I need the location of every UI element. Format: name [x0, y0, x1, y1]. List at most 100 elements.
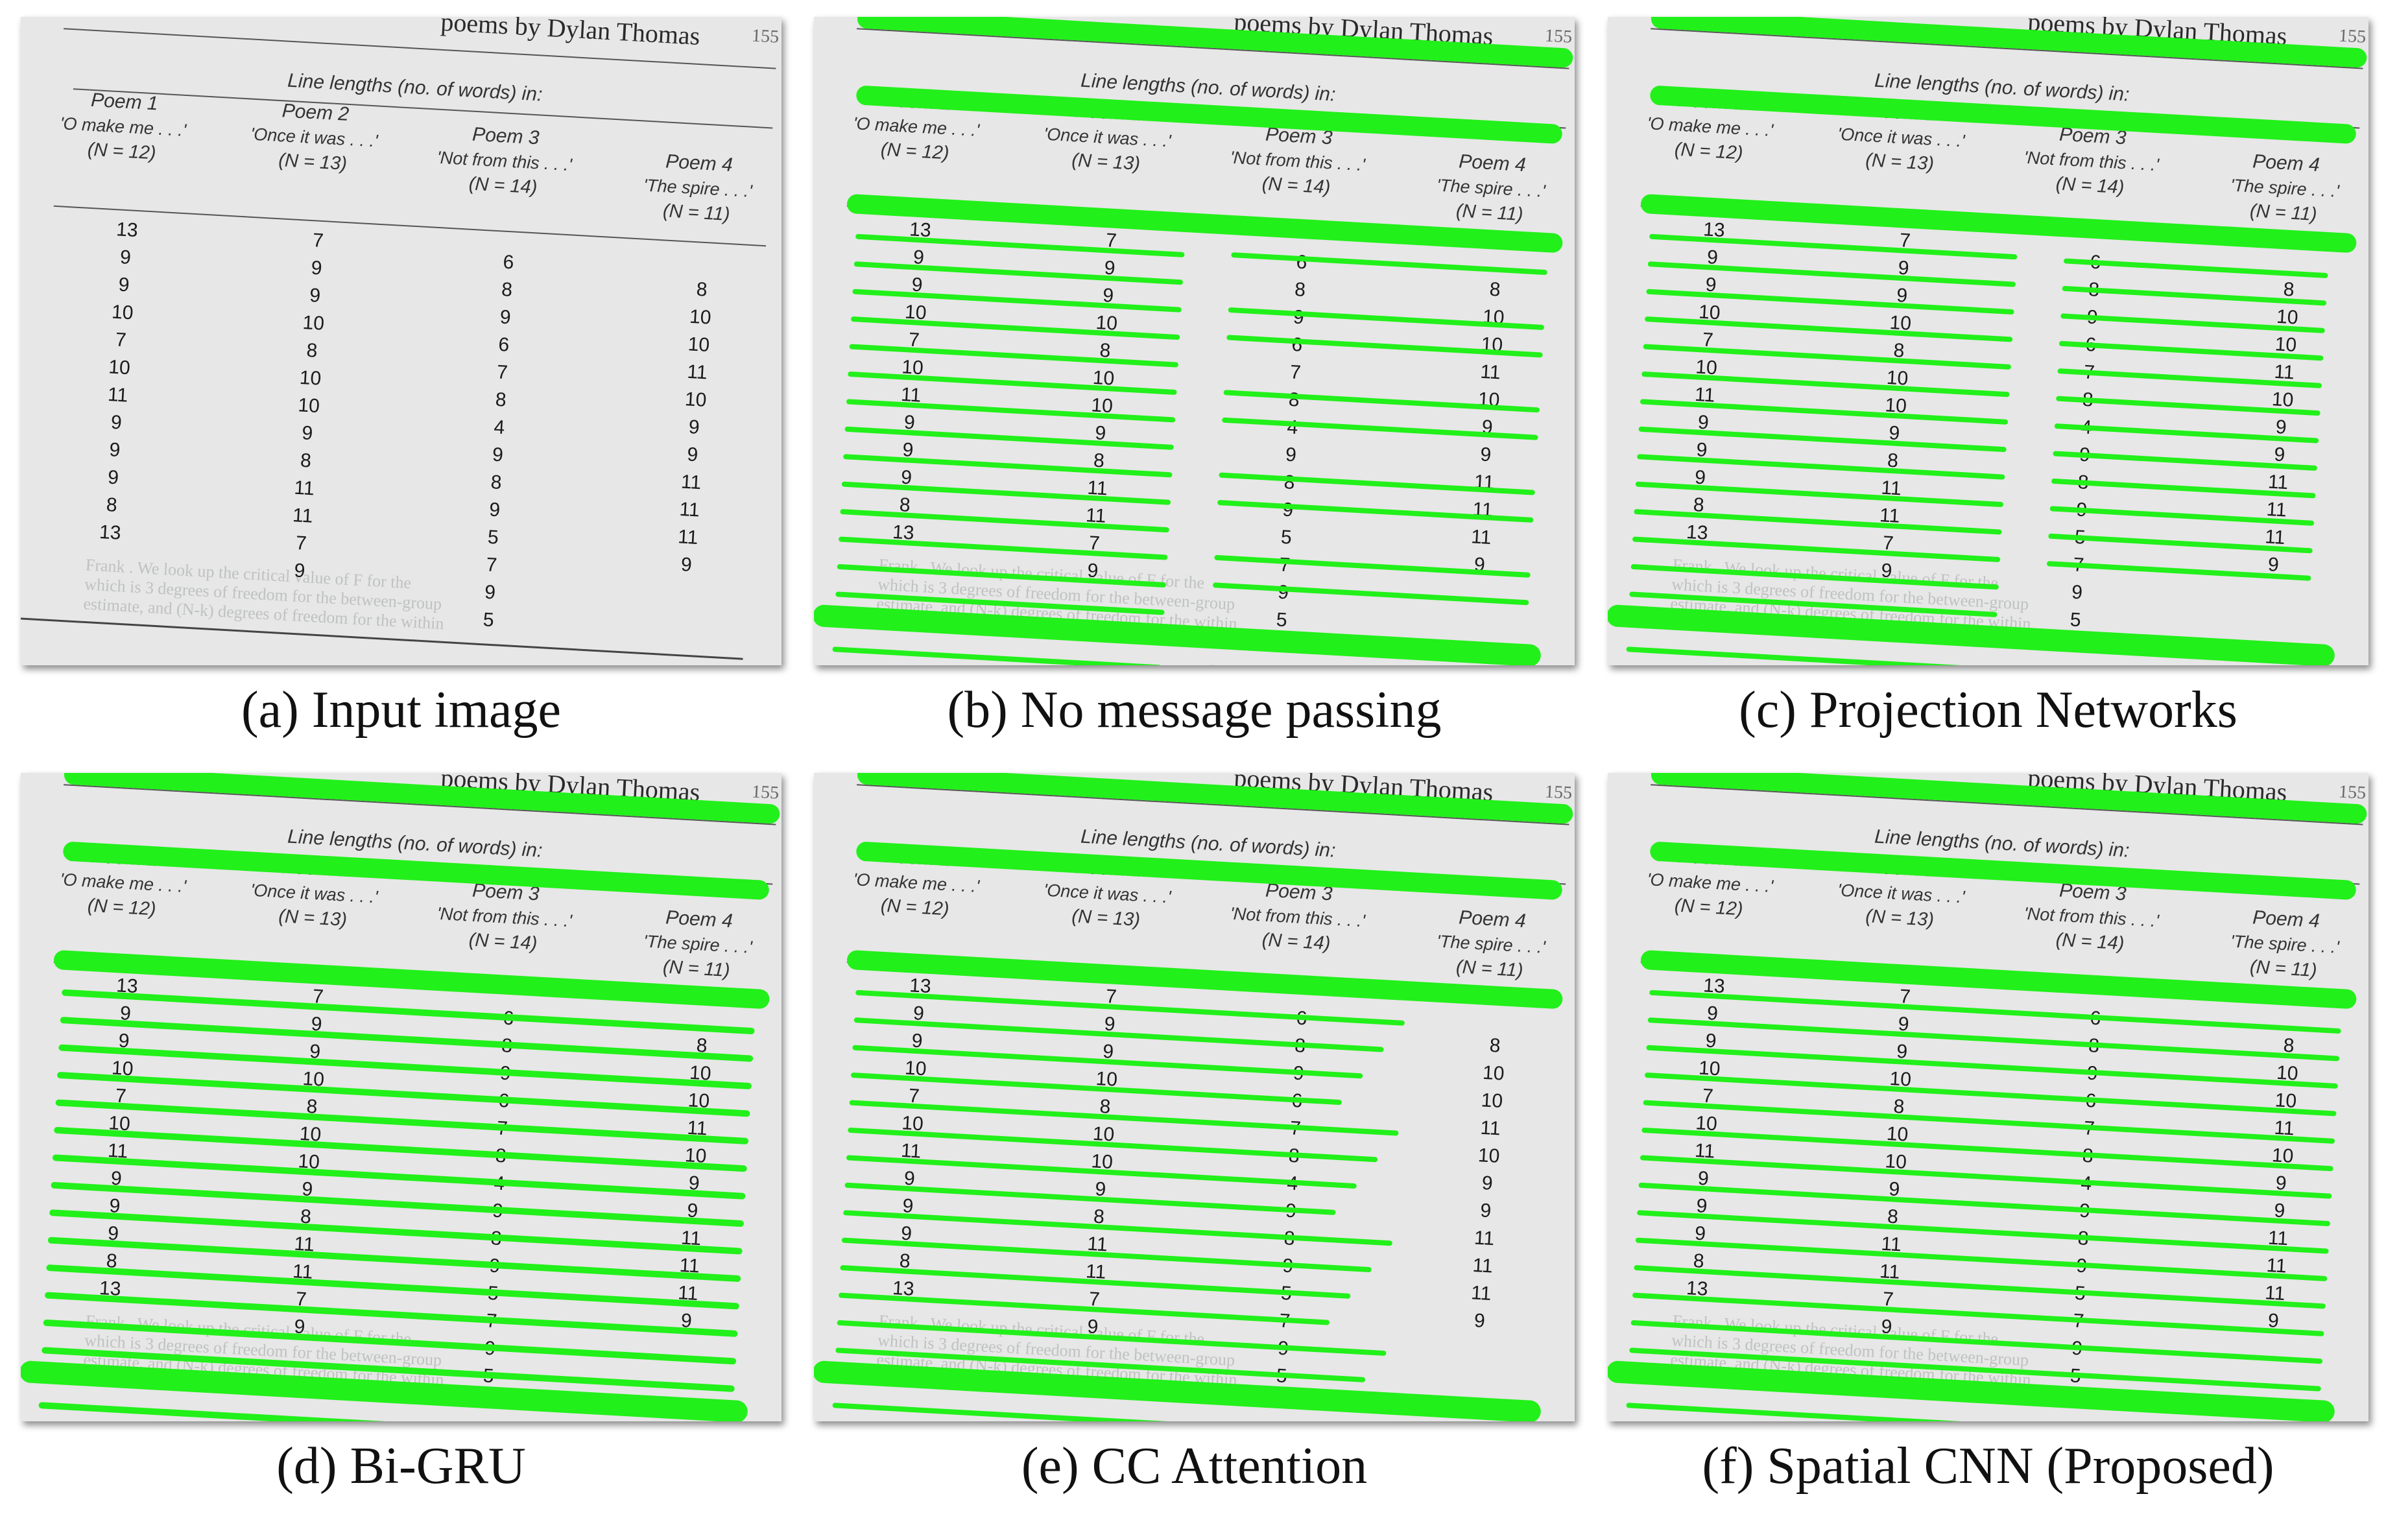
column-count: (N = 11) — [2249, 200, 2317, 225]
table-cell-value: 9 — [903, 412, 916, 434]
column-first-line: 'Once it was . . .' — [250, 881, 379, 907]
table-cell-value: 7 — [1105, 986, 1117, 1008]
top-rule — [857, 784, 1569, 825]
table-cell-value: 9 — [1696, 439, 1708, 461]
text-line-highlight — [55, 1099, 749, 1144]
table-cell-value: 9 — [902, 1195, 914, 1217]
text-line-highlight — [2062, 286, 2327, 306]
column-first-line: 'Not from this . . .' — [2023, 904, 2160, 931]
column-count: (N = 12) — [1674, 139, 1743, 164]
text-line-highlight — [1226, 335, 1543, 358]
table-cell-value: 11 — [1470, 1282, 1492, 1305]
table-cell-value: 8 — [899, 1250, 911, 1272]
table-cell-value: 10 — [689, 306, 711, 329]
text-line-highlight — [2048, 533, 2313, 554]
table-cell-value: 9 — [492, 444, 504, 466]
table-cell-value: 10 — [1477, 1144, 1500, 1167]
caption-c: (c) Projection Networks — [1739, 681, 2237, 739]
table-cell-value: 9 — [688, 416, 700, 438]
table-cell-value: 9 — [1705, 1030, 1717, 1052]
text-line-highlight — [1641, 372, 2010, 397]
text-line-highlight — [1629, 1347, 2321, 1392]
column-count: (N = 13) — [1865, 150, 1935, 174]
text-line-highlight — [51, 1181, 744, 1227]
column-name: Poem 4 — [665, 906, 733, 932]
table-cell-value: 10 — [298, 394, 320, 417]
text-line-highlight — [52, 1154, 746, 1200]
table-cell-value: 9 — [900, 1223, 913, 1245]
text-line-highlight — [1643, 1100, 2335, 1144]
top-rule — [64, 784, 776, 825]
top-rule — [1651, 28, 2363, 69]
table-cell-value: 8 — [300, 1206, 312, 1228]
column-first-line: 'Not from this . . .' — [2023, 148, 2160, 175]
table-cell-value: 11 — [1472, 1255, 1494, 1277]
text-line-highlight — [1649, 989, 2341, 1034]
table-cell-value: 8 — [501, 279, 513, 301]
table-cell-value: 8 — [1093, 1206, 1105, 1228]
table-cell-value: 9 — [1480, 1200, 1492, 1222]
column-first-line: 'The spire . . .' — [2230, 176, 2340, 201]
document-scan: Frank . We look up the critical value of… — [21, 773, 780, 1421]
text-line-highlight — [1626, 646, 1994, 665]
table-cell-value: 9 — [110, 1168, 123, 1190]
table-cell-value: 8 — [1489, 1035, 1501, 1057]
table-cell-value: 11 — [294, 477, 315, 500]
table-cell-value: 7 — [1702, 1085, 1714, 1107]
panel-spatial-cnn: Frank . We look up the critical value of… — [1608, 773, 2368, 1421]
table-cell-value: 7 — [115, 329, 127, 351]
table-cell-value: 9 — [294, 560, 306, 582]
document-scan: Frank . We look up the critical value of… — [21, 17, 780, 660]
table-cell-value: 9 — [1896, 285, 1908, 307]
text-line-highlight — [1640, 399, 2009, 425]
table-cell-value: 8 — [899, 494, 911, 516]
text-line-highlight — [1210, 637, 1526, 661]
column-count: (N = 13) — [278, 906, 348, 930]
table-cell-value: 8 — [1887, 450, 1899, 472]
text-line-highlight — [1643, 344, 2011, 370]
text-line-highlight — [21, 1360, 748, 1421]
document-scan: Frank . We look up the critical value of… — [1608, 17, 2367, 665]
text-line-highlight — [1214, 554, 1531, 578]
text-line-highlight — [1630, 1320, 2323, 1364]
table-cell-value: 9 — [687, 1200, 699, 1222]
column-count: (N = 12) — [1674, 895, 1743, 920]
text-line-highlight — [844, 426, 1174, 450]
text-line-highlight — [2058, 340, 2324, 361]
table-cell-value: 7 — [908, 329, 920, 351]
text-line-highlight — [849, 344, 1178, 368]
column-count: (N = 11) — [2249, 956, 2317, 981]
table-cell-value: 8 — [1693, 494, 1705, 516]
table-cell-value: 7 — [1702, 329, 1714, 351]
table-cell-value: 6 — [1296, 252, 1308, 274]
text-line-highlight — [846, 950, 1563, 1009]
table-cell-value: 13 — [99, 521, 121, 544]
line-highlight-overlay — [1608, 17, 2367, 665]
text-line-highlight — [841, 1237, 1372, 1272]
text-line-highlight — [1223, 390, 1540, 413]
text-line-highlight — [2051, 479, 2316, 499]
table-cell-value: 8 — [490, 471, 503, 493]
table-cell-value: 13 — [115, 219, 138, 241]
column-name: Poem 4 — [2252, 906, 2320, 932]
top-rule — [64, 28, 776, 69]
table-cell-value: 7 — [908, 1085, 920, 1107]
table-cell-value: 9 — [913, 1002, 925, 1025]
text-line-highlight — [857, 17, 1573, 68]
text-line-highlight — [855, 233, 1185, 257]
column-count: (N = 12) — [880, 139, 949, 164]
text-line-highlight — [1635, 1237, 2328, 1281]
text-line-highlight — [1231, 252, 1547, 276]
text-line-highlight — [1647, 1017, 2340, 1061]
table-cell-value: 8 — [1893, 1096, 1905, 1118]
text-line-highlight — [1650, 842, 2356, 900]
text-line-highlight — [1634, 1265, 2326, 1309]
column-count: (N = 14) — [468, 174, 538, 198]
text-line-highlight — [835, 1347, 1366, 1382]
table-cell-value: 5 — [487, 527, 499, 549]
text-line-highlight — [1213, 582, 1529, 606]
column-first-line: 'The spire . . .' — [1436, 932, 1546, 957]
table-cell-value: 9 — [1697, 412, 1710, 434]
table-cell-value: 8 — [1887, 1206, 1899, 1228]
text-line-highlight — [63, 842, 769, 900]
